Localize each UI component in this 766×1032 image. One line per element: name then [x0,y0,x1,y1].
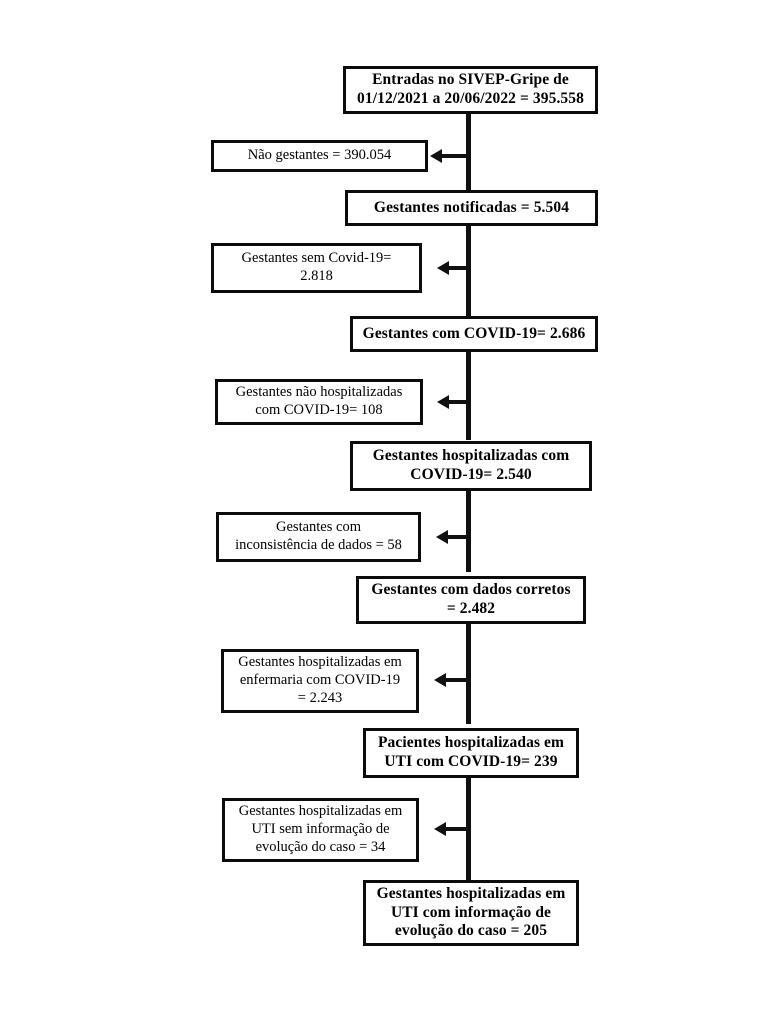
node-gestantes-dados-corretos-label: Gestantes com dados corretos = 2.482 [371,581,571,617]
node-pacientes-uti-covid: Pacientes hospitalizadas em UTI com COVI… [363,728,579,778]
arrow-shaft [442,827,468,831]
arrow-head-icon [437,395,449,409]
node-gestantes-uti-com-informacao: Gestantes hospitalizadas em UTI com info… [363,880,579,946]
arrow-to-gestantes-nao-hospitalizadas [437,395,468,409]
exclusion-gestantes-enfermaria-label: Gestantes hospitalizadas em enfermaria c… [238,654,402,706]
arrow-shaft [442,678,468,682]
spine-segment-3 [466,348,471,440]
exclusion-gestantes-enfermaria: Gestantes hospitalizadas em enfermaria c… [221,649,419,713]
node-pacientes-uti-covid-label: Pacientes hospitalizadas em UTI com COVI… [377,734,565,770]
exclusion-gestantes-sem-covid: Gestantes sem Covid-19= 2.818 [211,243,422,293]
arrow-head-icon [436,530,448,544]
arrow-head-icon [430,149,442,163]
node-entradas-sivep: Entradas no SIVEP-Gripe de 01/12/2021 a … [343,66,598,114]
arrow-to-gestantes-sem-covid [437,261,468,275]
node-entradas-sivep-label: Entradas no SIVEP-Gripe de 01/12/2021 a … [357,71,584,107]
arrow-shaft [444,535,468,539]
node-gestantes-hospitalizadas-covid: Gestantes hospitalizadas com COVID-19= 2… [350,441,592,491]
exclusion-gestantes-sem-covid-label: Gestantes sem Covid-19= 2.818 [241,250,392,284]
arrow-to-gestantes-enfermaria [434,673,468,687]
exclusion-nao-gestantes: Não gestantes = 390.054 [211,140,428,172]
exclusion-nao-gestantes-label: Não gestantes = 390.054 [247,147,392,164]
exclusion-gestantes-nao-hospitalizadas-label: Gestantes não hospitalizadas com COVID-1… [235,384,403,418]
arrow-to-gestantes-inconsistencia [436,530,468,544]
spine-segment-1 [466,112,471,190]
node-gestantes-hospitalizadas-covid-label: Gestantes hospitalizadas com COVID-19= 2… [372,447,570,483]
node-gestantes-notificadas-label: Gestantes notificadas = 5.504 [373,198,570,216]
node-gestantes-uti-com-informacao-label: Gestantes hospitalizadas em UTI com info… [376,884,566,940]
arrow-head-icon [434,673,446,687]
arrow-to-nao-gestantes [430,149,468,163]
exclusion-gestantes-nao-hospitalizadas: Gestantes não hospitalizadas com COVID-1… [215,379,423,425]
spine-segment-5 [466,624,471,724]
arrow-head-icon [437,261,449,275]
spine-segment-2 [466,224,471,320]
arrow-shaft [445,266,468,270]
node-gestantes-com-covid: Gestantes com COVID-19= 2.686 [350,316,598,352]
exclusion-gestantes-uti-sem-informacao: Gestantes hospitalizadas em UTI sem info… [222,798,419,862]
arrow-head-icon [434,822,446,836]
spine-segment-4 [466,490,471,572]
node-gestantes-notificadas: Gestantes notificadas = 5.504 [345,190,598,226]
exclusion-gestantes-inconsistencia-label: Gestantes com inconsistência de dados = … [235,519,402,553]
arrow-shaft [445,400,468,404]
exclusion-gestantes-inconsistencia: Gestantes com inconsistência de dados = … [216,512,421,562]
node-gestantes-dados-corretos: Gestantes com dados corretos = 2.482 [356,576,586,624]
arrow-to-gestantes-uti-sem-informacao [434,822,468,836]
arrow-shaft [438,154,468,158]
exclusion-gestantes-uti-sem-informacao-label: Gestantes hospitalizadas em UTI sem info… [238,803,403,855]
spine-segment-6 [466,778,471,880]
node-gestantes-com-covid-label: Gestantes com COVID-19= 2.686 [362,324,586,342]
